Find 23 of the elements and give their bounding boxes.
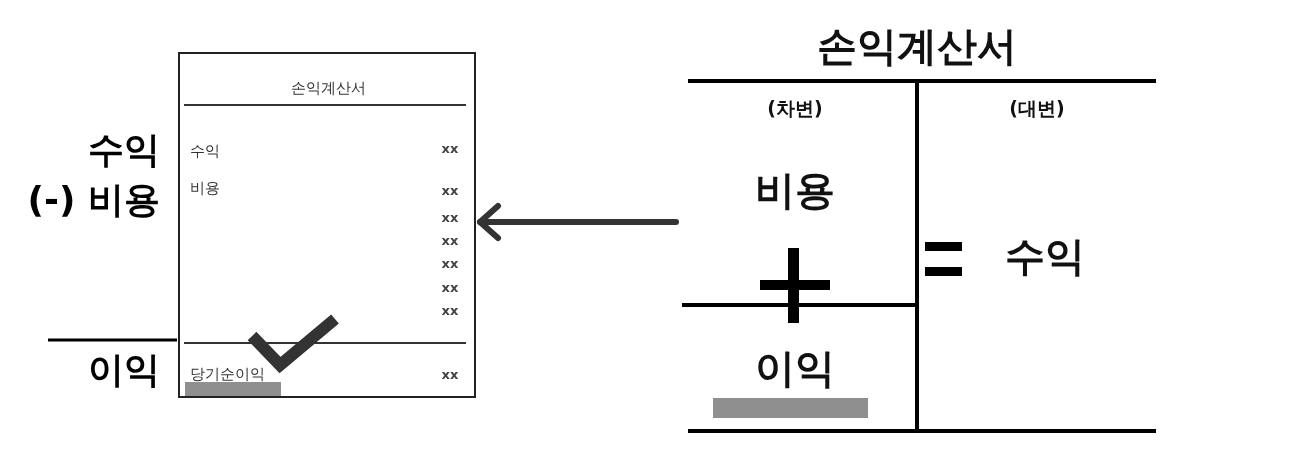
item-label: 당기순이익 <box>190 366 265 382</box>
account-label: 이익 <box>755 348 835 388</box>
account-label: 비용 <box>755 170 835 210</box>
amount: xx <box>441 210 459 224</box>
side-label: 수익 <box>88 132 160 168</box>
statement-title: 손익계산서 <box>290 80 366 96</box>
amount: xx <box>441 303 459 317</box>
side-label: 이익 <box>88 352 160 388</box>
side-label: (-) 비용 <box>27 182 160 218</box>
amount: xx <box>441 141 459 155</box>
amount: xx <box>441 256 459 270</box>
arrow <box>477 203 679 241</box>
column-heading: (대변) <box>1009 98 1065 118</box>
account-label: 수익 <box>1005 236 1085 276</box>
amount: xx <box>441 280 459 294</box>
statement-card <box>178 52 476 398</box>
item-label: 비용 <box>190 180 220 196</box>
amount: xx <box>441 367 459 381</box>
column-heading: (차변) <box>767 98 823 118</box>
amount: xx <box>441 183 459 197</box>
amount: xx <box>441 233 459 247</box>
statement-title: 손익계산서 <box>817 26 1017 66</box>
item-label: 수익 <box>190 143 220 159</box>
